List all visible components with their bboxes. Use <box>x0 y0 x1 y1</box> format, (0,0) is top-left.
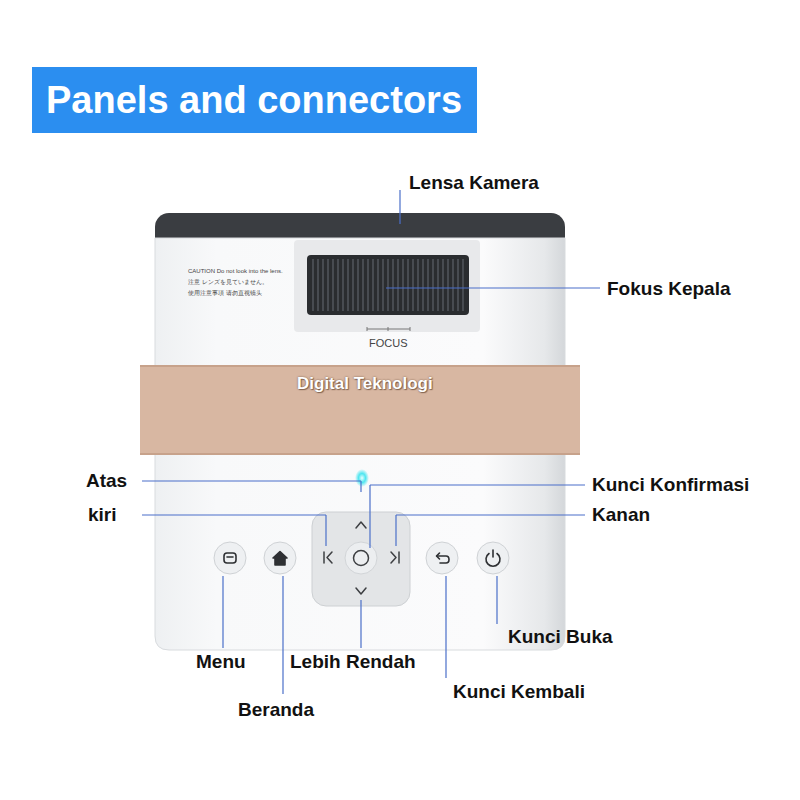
callout-label: Lensa Kamera <box>409 173 539 194</box>
ok-button <box>354 551 369 566</box>
callout-label: Fokus Kepala <box>607 279 731 300</box>
callout-label: Kunci Buka <box>508 627 613 648</box>
status-led <box>355 469 369 487</box>
callout-label: Kanan <box>592 505 650 526</box>
callout-label: kiri <box>88 505 117 526</box>
d-pad <box>312 512 410 606</box>
leather-strap <box>140 365 580 455</box>
watermark: Digital Teknologi <box>297 375 433 394</box>
focus-marking: FOCUS <box>369 337 408 349</box>
d-pad-arrows <box>324 522 399 594</box>
grille-slats <box>313 259 463 311</box>
leader-lines <box>142 190 600 694</box>
caution-text: CAUTION Do not look into the lens. <box>188 268 283 275</box>
callout-label: Kunci Konfirmasi <box>592 475 749 496</box>
lens-grille <box>307 255 469 315</box>
title-text: Panels and connectors <box>46 79 462 122</box>
callout-label: Menu <box>196 652 246 673</box>
buttons <box>214 542 509 574</box>
lens-panel <box>294 240 480 332</box>
caution-text: 使用注意事項 请勿直视镜头 <box>188 290 262 297</box>
callout-label: Atas <box>86 471 127 492</box>
callout-label: Beranda <box>238 700 314 721</box>
caution-text: 注意 レンズを見ていません。 <box>188 279 268 286</box>
focus-marker <box>367 327 410 331</box>
callout-label: Lebih Rendah <box>290 652 416 673</box>
button-icons <box>224 550 500 566</box>
callout-label: Kunci Kembali <box>453 682 585 703</box>
title-banner: Panels and connectors <box>32 67 477 133</box>
